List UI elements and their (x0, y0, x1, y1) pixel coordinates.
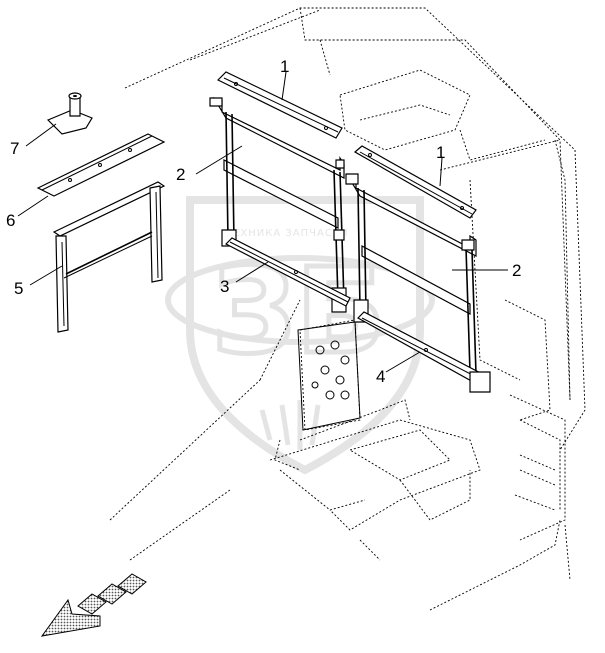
control-panel (297, 321, 361, 431)
callout-5: 5 (14, 279, 23, 298)
part-3-left-lower-bar (224, 237, 351, 307)
part-1-right-bar (353, 145, 477, 219)
callout-6: 6 (6, 211, 15, 230)
callout-3: 3 (220, 277, 229, 296)
watermark-ring-text: ТЕХНИКА ЗАПЧАСТИ (225, 228, 348, 239)
part-4-right-lower-bar (357, 311, 491, 393)
callout-2-left: 2 (176, 165, 185, 184)
callout-7: 7 (10, 139, 19, 158)
cab-outline (109, 7, 586, 611)
part-5-bracket (52, 181, 166, 333)
part-7-knob (46, 92, 93, 135)
part-2-right-frame (345, 173, 477, 375)
callout-4: 4 (376, 367, 385, 386)
cab-seat-area (269, 319, 481, 531)
callout-1-right: 1 (436, 143, 445, 162)
part-2-left-frame (209, 97, 347, 313)
direction-arrow-icon (40, 573, 147, 637)
part-1-left-bar (216, 71, 343, 139)
callout-1-left: 1 (280, 57, 289, 76)
callouts: 1 1 2 2 3 4 5 6 7 (6, 57, 521, 386)
callout-2-right: 2 (512, 261, 521, 280)
part-6-plate (36, 133, 166, 197)
leader-lines (17, 71, 508, 373)
